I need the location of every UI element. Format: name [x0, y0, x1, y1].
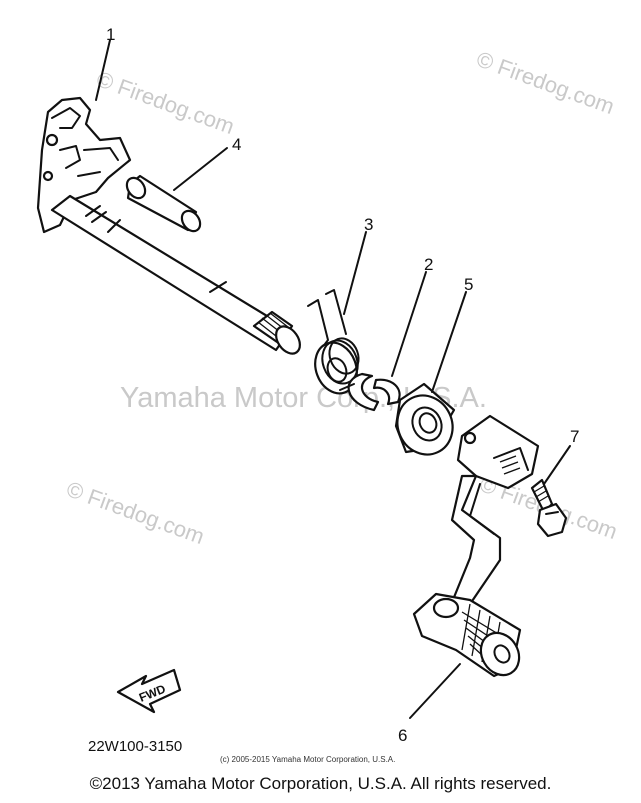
- forward-arrow-icon: FWD: [116, 668, 182, 714]
- callout-5: 5: [464, 275, 473, 294]
- callout-6: 6: [398, 726, 407, 745]
- watermark-firedog-mid-left: © Firedog.com: [63, 476, 207, 549]
- return-spring-part-3: [307, 289, 360, 395]
- watermark-firedog-top-right: © Firedog.com: [473, 46, 617, 119]
- shift-pedal-part-6: [412, 414, 540, 678]
- shift-shaft-part-1: [36, 96, 301, 355]
- callout-1: 1: [106, 25, 115, 44]
- bolt-part-7: [530, 478, 568, 538]
- callout-2: 2: [424, 255, 433, 274]
- pin-part-4: [125, 174, 202, 233]
- watermark-firedog-top-left: © Firedog.com: [93, 66, 237, 139]
- diagram-part-number: 22W100-3150: [88, 738, 182, 755]
- copyright-footer: ©2013 Yamaha Motor Corporation, U.S.A. A…: [89, 774, 552, 793]
- callout-7: 7: [570, 427, 579, 446]
- leader-lines: [95, 39, 571, 719]
- circlip-part-2: [339, 372, 401, 412]
- callout-3: 3: [364, 215, 373, 234]
- callout-4: 4: [232, 135, 241, 154]
- oil-seal-part-5: [394, 382, 456, 456]
- small-copyright: (c) 2005-2015 Yamaha Motor Corporation, …: [220, 755, 395, 764]
